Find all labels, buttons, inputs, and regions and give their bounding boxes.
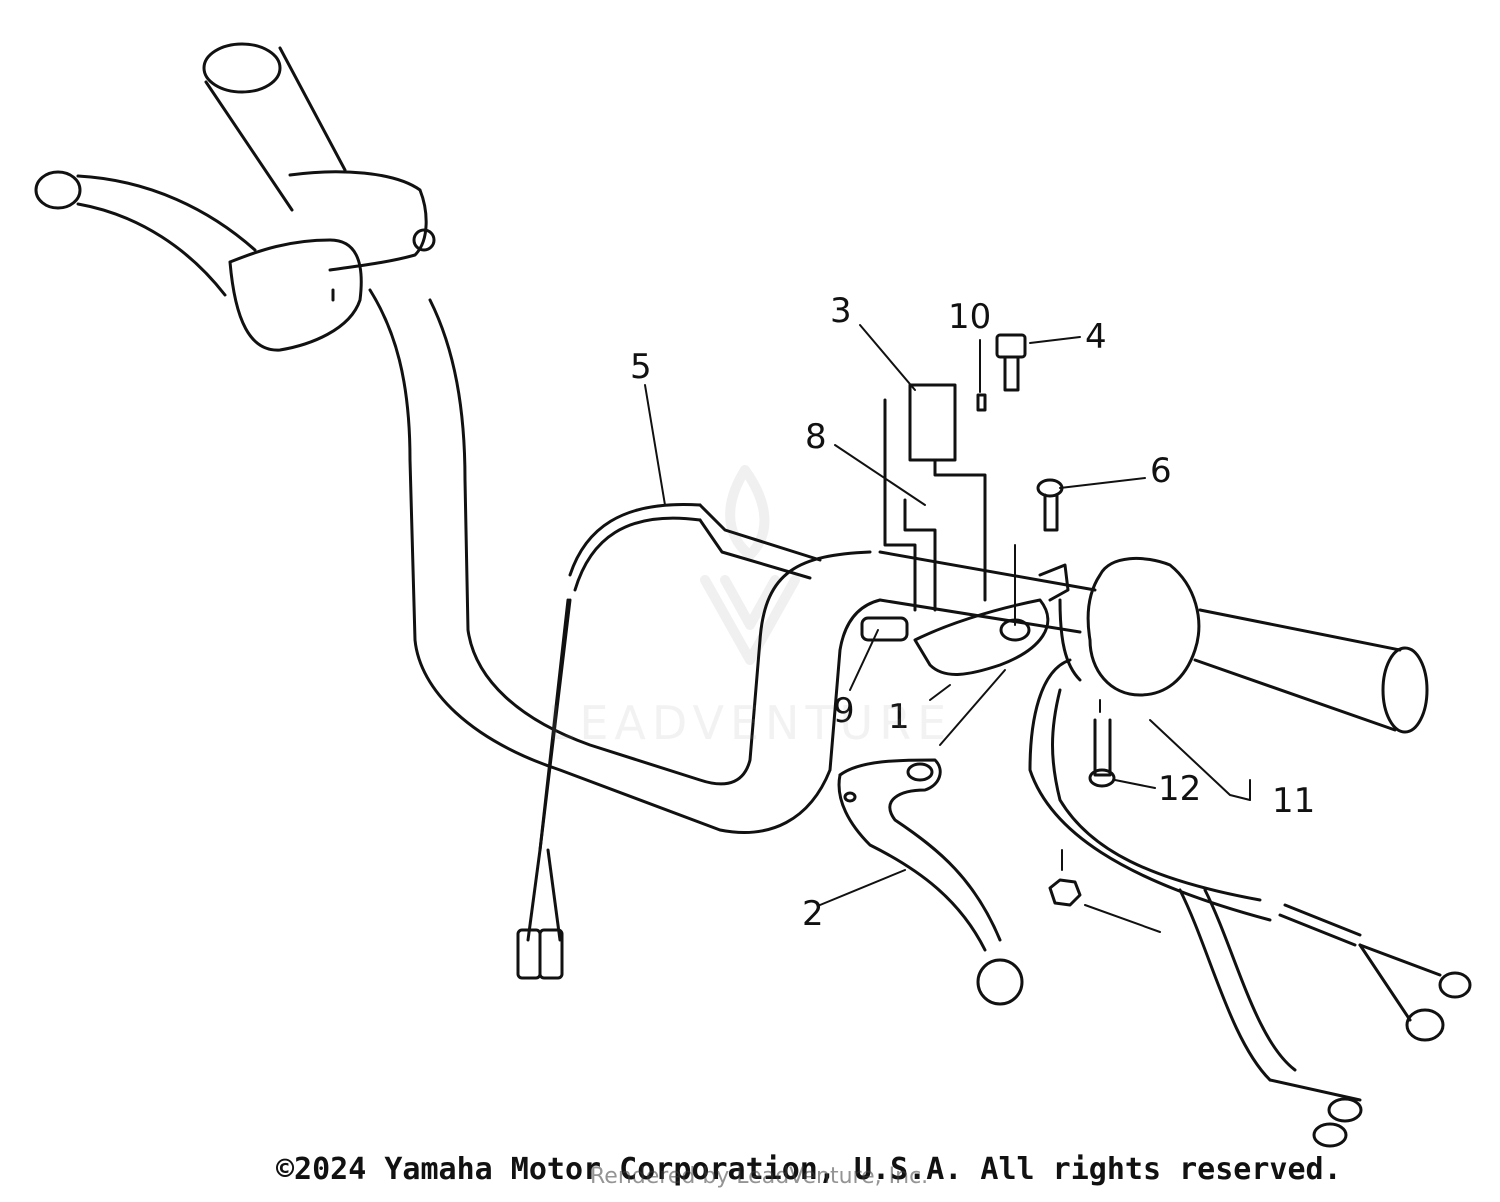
brake-lever — [837, 758, 1024, 1006]
callout-11: 11 — [1272, 781, 1315, 821]
copyright-notice: ©2024 Yamaha Motor Corporation, U.S.A. A… — [276, 1152, 1342, 1187]
leadventure-watermark-text: LEADVENTURE — [547, 696, 953, 750]
pin-10 — [976, 393, 987, 412]
callout-8: 8 — [805, 417, 827, 457]
lever-holder-bracket — [860, 383, 1070, 676]
callout-4: 4 — [1085, 317, 1107, 357]
callout-labels: 1 2 3 4 5 6 8 9 10 11 12 — [630, 291, 1315, 934]
callout-12: 12 — [1158, 769, 1201, 809]
leader-lines — [644, 324, 1251, 933]
callout-5: 5 — [630, 347, 652, 387]
bolt-4 — [995, 333, 1027, 392]
right-switch-and-grip — [1058, 556, 1429, 734]
nut — [1048, 878, 1082, 907]
screw-12 — [1088, 718, 1116, 788]
left-lever-assembly — [34, 170, 436, 352]
screw-6 — [1036, 478, 1064, 532]
callout-2: 2 — [802, 894, 824, 934]
callout-1: 1 — [888, 697, 910, 737]
switch-wiring-harness — [1028, 658, 1472, 1148]
callout-3: 3 — [830, 291, 852, 331]
rendered-by-watermark: Rendered by LeadVenture, Inc. — [590, 1164, 929, 1189]
callout-10: 10 — [948, 297, 991, 337]
left-grip — [202, 42, 347, 212]
callout-9: 9 — [833, 691, 855, 731]
clutch-cable — [516, 502, 822, 980]
leadventure-logo-icon — [700, 465, 800, 665]
callout-6: 6 — [1150, 451, 1172, 491]
